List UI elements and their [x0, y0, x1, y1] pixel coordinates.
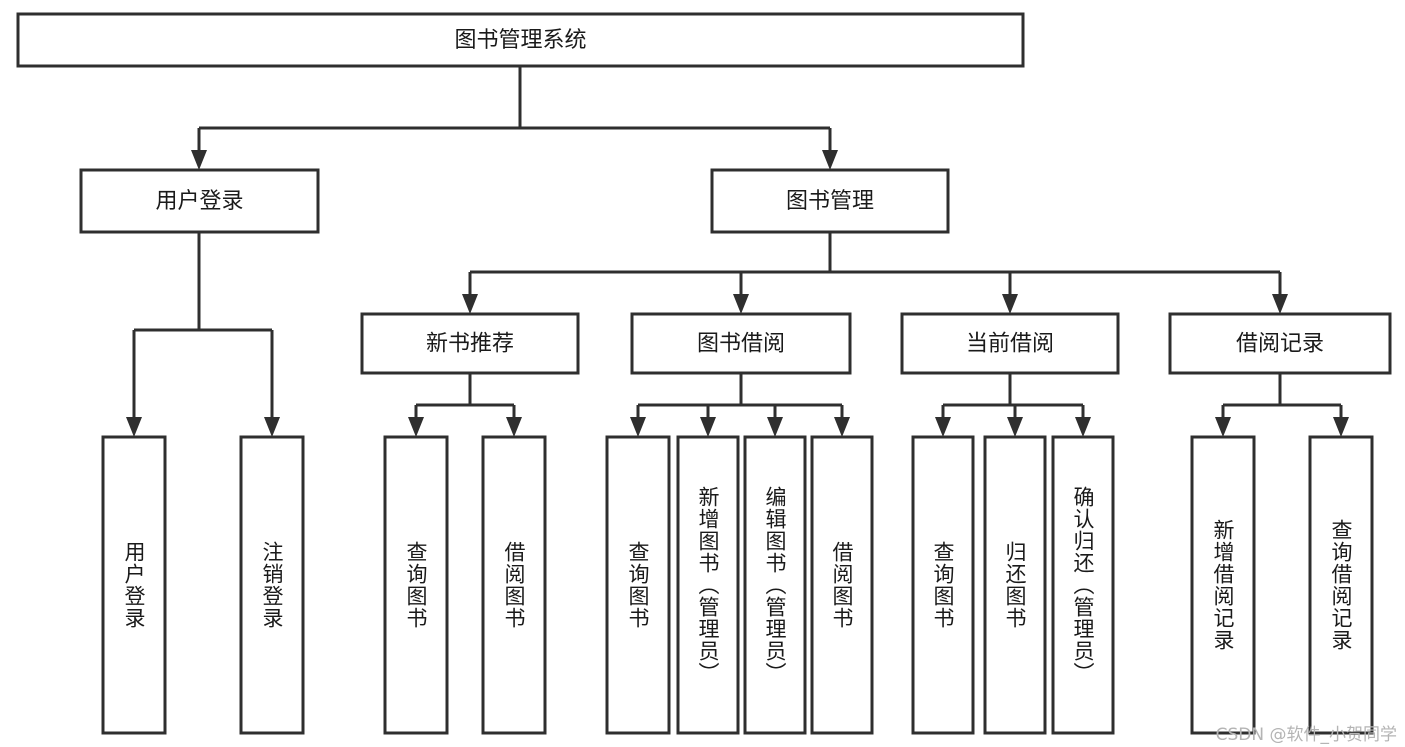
arrowhead-book_borrow_to_leaves-3 [834, 417, 850, 437]
arrowhead-new_book_to_leaves-1 [506, 417, 522, 437]
arrowhead-level2_to_level3-2 [1002, 294, 1018, 314]
node-leaf-return-book[interactable] [983, 435, 1047, 735]
node-leaf-query-record[interactable] [1308, 435, 1374, 735]
node-root[interactable] [16, 12, 1025, 68]
arrowhead-level2_to_level3-1 [733, 294, 749, 314]
node-label-book-borrow: 图书借阅 [697, 332, 785, 357]
arrowhead-book_borrow_to_leaves-0 [630, 417, 646, 437]
node-label-current-borrow: 当前借阅 [966, 332, 1054, 357]
node-current-borrow[interactable] [900, 312, 1120, 375]
node-leaf-query-book-cur[interactable] [911, 435, 975, 735]
node-leaf-confirm-return[interactable] [1051, 435, 1115, 735]
arrowhead-user_login_to_leaves-0 [126, 417, 142, 437]
node-leaf-add-book[interactable] [676, 435, 740, 735]
node-leaf-user-login[interactable] [101, 435, 167, 735]
node-label-root: 图书管理系统 [454, 28, 586, 53]
arrowhead-root_to_level2-1 [822, 150, 838, 170]
arrowhead-new_book_to_leaves-0 [408, 417, 424, 437]
node-borrow-record[interactable] [1168, 312, 1392, 375]
node-leaf-edit-book[interactable] [743, 435, 807, 735]
node-box-layer [16, 12, 1392, 735]
node-label-new-book-recommend: 新书推荐 [426, 332, 514, 357]
node-leaf-query-book-borrow[interactable] [605, 435, 671, 735]
arrowhead-current_borrow_to_leaves-1 [1007, 417, 1023, 437]
arrowhead-current_borrow_to_leaves-2 [1075, 417, 1091, 437]
arrowhead-level2_to_level3-3 [1272, 294, 1288, 314]
node-book-borrow[interactable] [630, 312, 852, 375]
node-leaf-add-record[interactable] [1190, 435, 1256, 735]
node-leaf-borrow-book-rec[interactable] [481, 435, 547, 735]
node-label-borrow-record: 借阅记录 [1236, 332, 1324, 357]
csdn-watermark: CSDN @软件_小贺同学 [1215, 725, 1397, 745]
node-leaf-logout[interactable] [239, 435, 305, 735]
arrowhead-book_borrow_to_leaves-1 [700, 417, 716, 437]
node-book-manage[interactable] [710, 168, 950, 234]
node-new-book-recommend[interactable] [360, 312, 580, 375]
node-user-login[interactable] [79, 168, 320, 234]
node-leaf-borrow-book[interactable] [810, 435, 874, 735]
arrowhead-book_borrow_to_leaves-2 [767, 417, 783, 437]
arrowhead-user_login_to_leaves-1 [264, 417, 280, 437]
node-leaf-query-book-rec[interactable] [383, 435, 449, 735]
arrowhead-root_to_level2-0 [191, 150, 207, 170]
arrowhead-borrow_record_to_leaves-1 [1333, 417, 1349, 437]
node-label-book-manage: 图书管理 [786, 189, 874, 214]
connector-layer [126, 66, 1349, 437]
node-label-user-login: 用户登录 [155, 189, 243, 214]
arrowhead-borrow_record_to_leaves-0 [1215, 417, 1231, 437]
arrowhead-level2_to_level3-0 [462, 294, 478, 314]
arrowhead-current_borrow_to_leaves-0 [935, 417, 951, 437]
